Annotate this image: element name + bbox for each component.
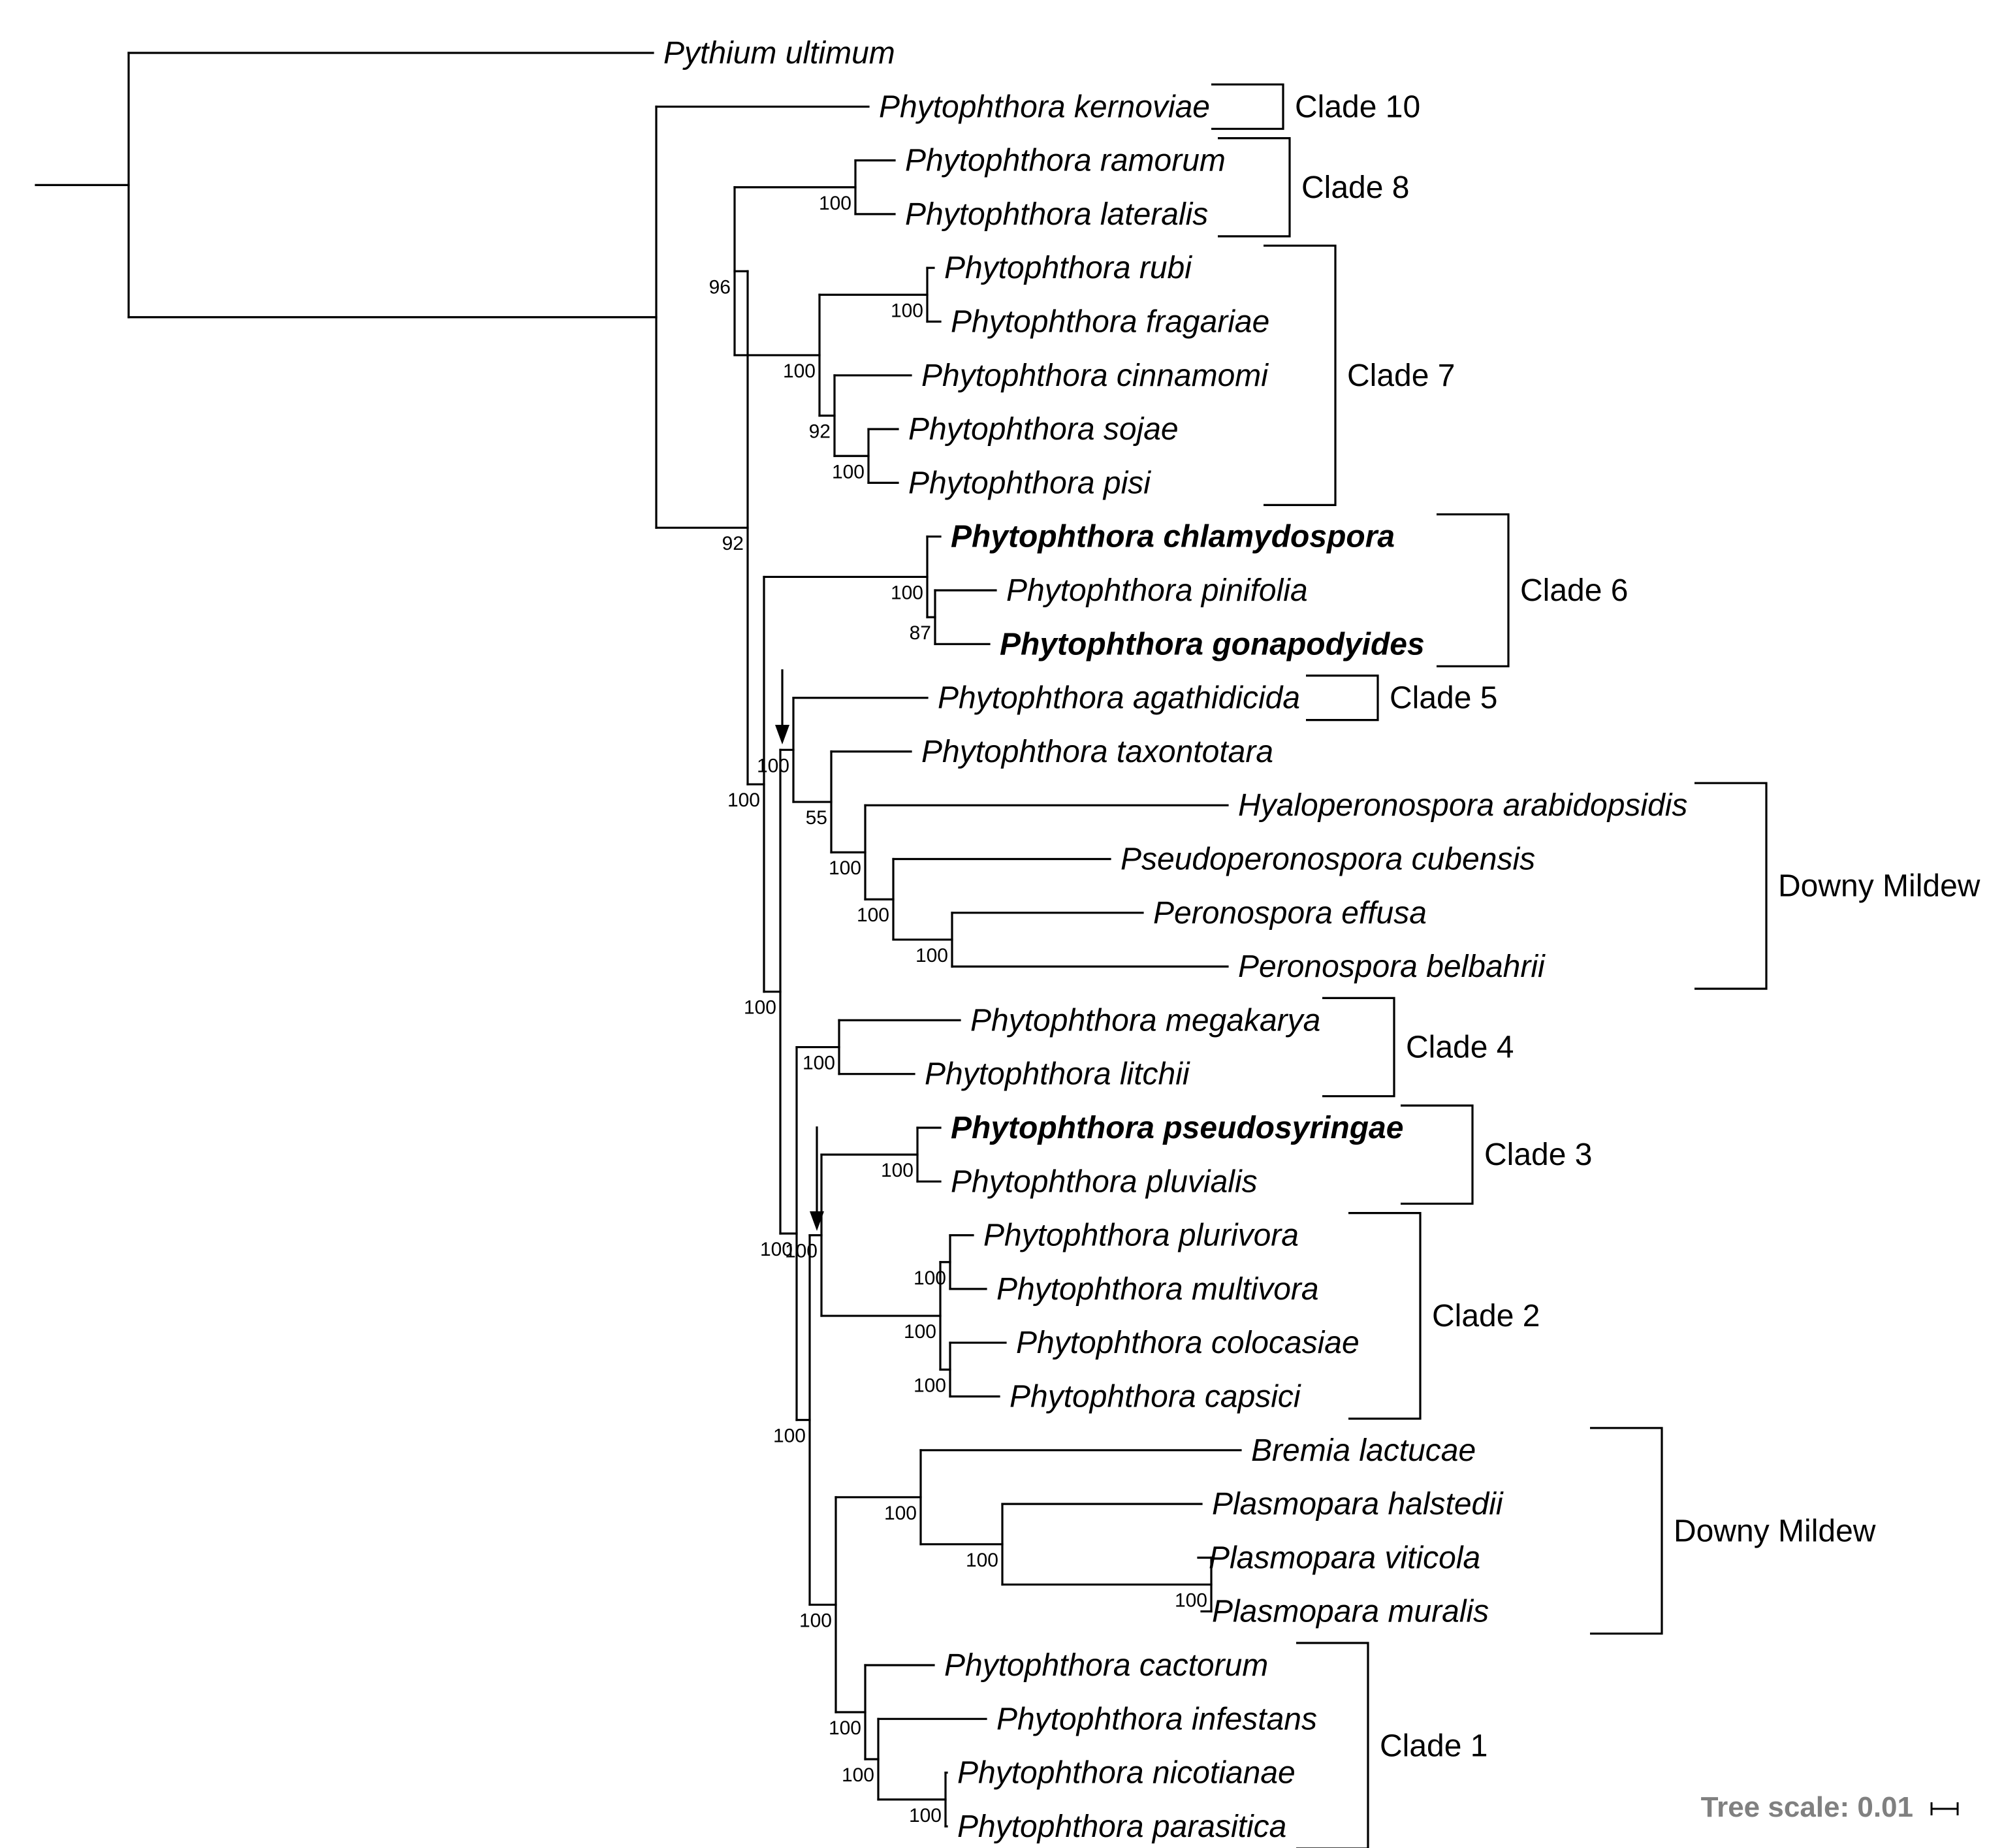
taxon-label: Phytophthora capsici (1010, 1380, 1301, 1414)
clade-label: Downy Mildew (1778, 869, 1980, 904)
support-value: 100 (914, 1267, 946, 1289)
support-value: 100 (915, 945, 948, 966)
taxon-label: Phytophthora plurivora (983, 1219, 1299, 1253)
support-value: 100 (1175, 1590, 1207, 1612)
taxon-label: Pseudoperonospora cubensis (1121, 842, 1535, 877)
taxon-label: Phytophthora infestans (996, 1702, 1317, 1736)
clade-bracket (1218, 137, 1291, 238)
taxon-label: Phytophthora litchii (925, 1057, 1190, 1092)
clade-bracket (1437, 513, 1510, 667)
support-value: 100 (832, 461, 865, 483)
clade-bracket (1264, 244, 1337, 506)
support-value: 92 (809, 421, 831, 443)
taxon-label: Phytophthora pisi (908, 466, 1151, 500)
taxon-label: Phytophthora multivora (996, 1272, 1319, 1307)
support-value: 100 (819, 193, 851, 214)
support-value: 55 (806, 807, 827, 829)
support-value: 100 (842, 1764, 874, 1786)
taxon-label: Phytophthora agathidicida (938, 681, 1300, 716)
support-value: 100 (829, 1717, 861, 1739)
arrow-down-icon (810, 1211, 824, 1231)
taxon-label: Phytophthora rubi (944, 251, 1192, 285)
clade-bracket (1401, 1104, 1474, 1205)
annotation-arrows (775, 669, 824, 1231)
taxon-label: Phytophthora chlamydospora (951, 520, 1395, 554)
taxon-label: Phytophthora cactorum (944, 1648, 1268, 1683)
support-value: 92 (722, 533, 744, 554)
clade-label: Clade 2 (1432, 1299, 1540, 1333)
taxon-label: Phytophthora taxontotara (921, 735, 1273, 769)
taxon-label: Phytophthora nicotianae (957, 1756, 1296, 1791)
taxon-label: Plasmopara halstedii (1212, 1487, 1504, 1521)
support-values: 1001001009210096871001001001005510010010… (709, 193, 1207, 1826)
taxon-label: Phytophthora sojae (908, 412, 1179, 447)
taxon-label: Phytophthora pseudosyringae (951, 1111, 1403, 1145)
clade-bracket (1322, 996, 1395, 1098)
taxon-label: Phytophthora colocasiae (1016, 1326, 1360, 1360)
support-value: 100 (857, 904, 889, 926)
clade-label: Clade 7 (1347, 358, 1455, 393)
clade-label: Clade 4 (1406, 1030, 1514, 1065)
clade-label: Clade 1 (1380, 1729, 1487, 1763)
tree-scale: Tree scale: 0.01 (1701, 1791, 1959, 1823)
clade-label: Clade 3 (1484, 1138, 1592, 1172)
support-value: 100 (914, 1375, 946, 1396)
support-value: 100 (757, 755, 789, 776)
support-value: 100 (785, 1241, 818, 1262)
clade-label: Downy Mildew (1674, 1514, 1876, 1548)
clade-label: Clade 10 (1295, 89, 1420, 124)
clade-bracket (1348, 1212, 1422, 1420)
support-value: 100 (760, 1239, 793, 1260)
taxon-label: Phytophthora pinifolia (1006, 573, 1308, 608)
taxon-label: Phytophthora ramorum (905, 144, 1226, 178)
clade-brackets (1211, 83, 1768, 1848)
clade-bracket (1306, 675, 1379, 722)
support-value: 100 (799, 1610, 832, 1631)
clade-bracket (1694, 782, 1768, 990)
taxon-label: Phytophthora fragariae (951, 305, 1269, 340)
arrow-down-icon (775, 725, 789, 744)
support-value: 100 (727, 789, 760, 811)
clade-label: Clade 5 (1390, 681, 1497, 716)
taxon-label: Phytophthora gonapodyides (1000, 627, 1425, 661)
tree-branches (35, 52, 1242, 1828)
support-value: 96 (709, 276, 731, 298)
support-value: 100 (904, 1321, 936, 1343)
taxon-label: Peronospora belbahrii (1238, 949, 1546, 984)
support-value: 87 (910, 622, 931, 644)
clade-bracket (1211, 83, 1284, 130)
taxon-label: Phytophthora cinnamomi (921, 358, 1269, 393)
support-value: 100 (783, 360, 816, 382)
clade-names: Clade 10 Clade 8 Clade 7 Clade 6 Clade 5 Down… (1295, 89, 1980, 1763)
taxon-label: Plasmopara muralis (1212, 1595, 1489, 1629)
taxon-label: Plasmopara viticola (1209, 1540, 1480, 1575)
tree-scale-label: Tree scale: 0.01 (1701, 1791, 1913, 1823)
taxon-label: Phytophthora kernoviae (879, 89, 1210, 124)
taxon-label: Hyaloperonospora arabidopsidis (1238, 788, 1687, 823)
taxon-label: Phytophthora lateralis (905, 197, 1208, 232)
clade-bracket (1590, 1427, 1663, 1635)
clade-label: Clade 6 (1520, 573, 1628, 608)
support-value: 100 (891, 300, 923, 321)
taxon-label: Phytophthora megakarya (970, 1003, 1320, 1038)
taxon-label: Phytophthora parasitica (957, 1809, 1286, 1844)
support-value: 100 (881, 1160, 914, 1181)
taxon-label: Phytophthora pluvialis (951, 1164, 1258, 1199)
clade-bracket (1296, 1642, 1369, 1848)
support-value: 100 (803, 1053, 835, 1074)
taxon-label: Pythium ultimum (663, 36, 895, 71)
support-value: 100 (744, 997, 776, 1019)
support-value: 100 (829, 857, 861, 879)
support-value: 100 (884, 1503, 917, 1524)
taxon-label: Peronospora effusa (1153, 896, 1427, 931)
taxon-label: Bremia lactucae (1251, 1433, 1476, 1468)
support-value: 100 (773, 1426, 806, 1447)
support-value: 100 (891, 582, 923, 603)
support-value: 100 (966, 1550, 998, 1571)
support-value: 100 (909, 1805, 942, 1826)
clade-label: Clade 8 (1301, 170, 1409, 205)
